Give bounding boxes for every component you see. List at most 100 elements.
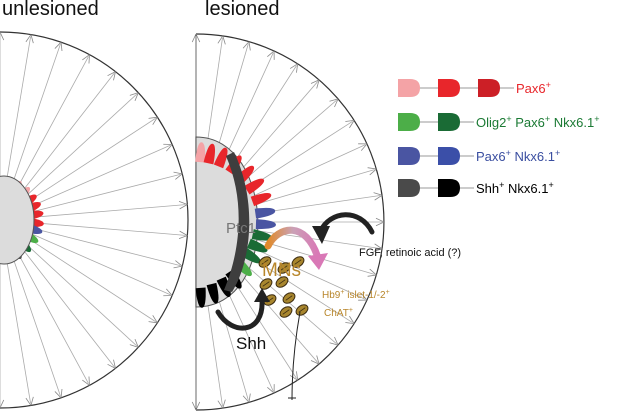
rim-tick [0,31,5,41]
rim-tick [373,192,383,201]
legend-swatch [398,147,420,165]
mns-label: MNs [262,260,301,281]
rim-tick [345,315,355,325]
legend-label-part: + [555,148,560,158]
lesioned-panel [191,33,385,411]
radial-glia-process [228,65,297,172]
legend-swatch [398,79,420,97]
legend-row: Shh+ Nkx6.1+ [398,179,554,197]
fgf-label: FGF, retinoic acid (?) [359,247,461,259]
legend-label-part: Pax6 [516,81,546,96]
rim-tick [25,34,34,44]
legend-label-part: Nkx6.1 [504,181,548,196]
rim-tick [242,393,251,403]
rim-tick [267,50,275,60]
legend-swatch [478,79,500,97]
unlesioned-panel [0,31,189,409]
differentiation-arrowhead [308,253,328,270]
radial-glia-process [253,169,375,206]
rim-tick [107,71,116,81]
radial-glia-process [20,93,138,202]
rim-tick [289,63,299,73]
rim-tick [267,384,275,394]
rim-tick [310,79,320,89]
rim-tick [173,260,183,269]
differentiation-arrow [264,226,322,262]
legend-label: Pax6+ [516,80,551,96]
legend-label-part: + [546,80,551,90]
progenitor-cell [213,147,228,169]
radial-glia-process [234,267,319,363]
rim-tick [82,376,90,386]
rim-tick [358,143,368,151]
legend-label: Pax6+ Nkx6.1+ [476,148,560,164]
legend-swatch [438,179,460,197]
legend-label: Shh+ Nkx6.1+ [476,180,554,196]
progenitor-cell [203,143,216,165]
chat-label: ChAT+ [324,307,353,319]
rim-tick [129,92,139,102]
radial-glia-process [20,238,138,347]
hb9-label: Hb9+ islet-1/-2+ [322,289,390,301]
radial-glia-process [23,117,156,206]
progenitor-cell [254,207,276,219]
motor-neuron-nucleus [261,259,269,265]
radial-glia-process [25,230,171,296]
legend-row: Pax6+ [398,79,551,97]
radial-glia-process [8,43,61,194]
rim-tick [373,243,383,252]
legend-label-part: Shh [476,181,499,196]
motor-neuron-nucleus [294,259,302,265]
radial-glia-process [27,173,181,214]
legend-label-part: + [548,180,553,190]
radial-glia-process [25,144,171,210]
rim-tick [191,33,201,43]
central-canal [0,175,35,265]
rim-tick [148,116,158,125]
ptc1-band [224,152,250,292]
legend-label-part: Nkx6.1 [511,149,555,164]
rim-tick [54,41,63,52]
radial-glia-process [4,247,32,404]
legend-label-part: Pax6 [476,149,506,164]
rim-tick [129,338,139,348]
shh-arrowhead [254,288,270,302]
legend-row: Olig2+ Pax6+ Nkx6.1+ [398,113,599,131]
rim-tick [329,98,339,108]
legend-label-part: + [506,114,511,124]
lesioned-title: lesioned [205,0,280,20]
motor-neuron-nucleus [280,265,288,271]
progenitor-cell [244,178,265,195]
radial-glia-process [23,234,156,323]
progenitor-cell [195,287,206,308]
rim-tick [289,371,299,381]
legend-swatch [438,147,460,165]
rim-tick [178,201,188,210]
radial-glia-process [12,56,89,196]
radial-glia-process [27,204,186,219]
radial-glia-process [4,36,32,193]
rim-tick [82,54,90,64]
motor-neuron-nucleus [285,295,293,301]
legend-label-part: Nkx6.1 [550,115,594,130]
rim-tick [178,230,188,239]
radial-glia-process [241,99,337,184]
progenitor-cell [195,142,206,163]
outer-boundary [0,31,189,409]
rim-tick [217,399,226,409]
rim-tick [310,355,320,365]
radial-glia-process [234,81,319,177]
progenitor-cell [216,276,231,298]
rim-tick [25,396,34,406]
legend-row: Pax6+ Nkx6.1+ [398,147,560,165]
rim-tick [367,167,377,176]
rim-tick [163,143,173,152]
rim-tick [358,293,368,301]
legend-label-part: Pax6 [512,115,545,130]
motor-neuron-nucleus [262,281,270,287]
ptc1-label: Ptc1 [226,220,256,237]
radial-glia-process [8,246,61,397]
radial-glia-process [250,144,366,198]
radial-glia-process [16,241,115,368]
legend-swatch [398,113,420,131]
